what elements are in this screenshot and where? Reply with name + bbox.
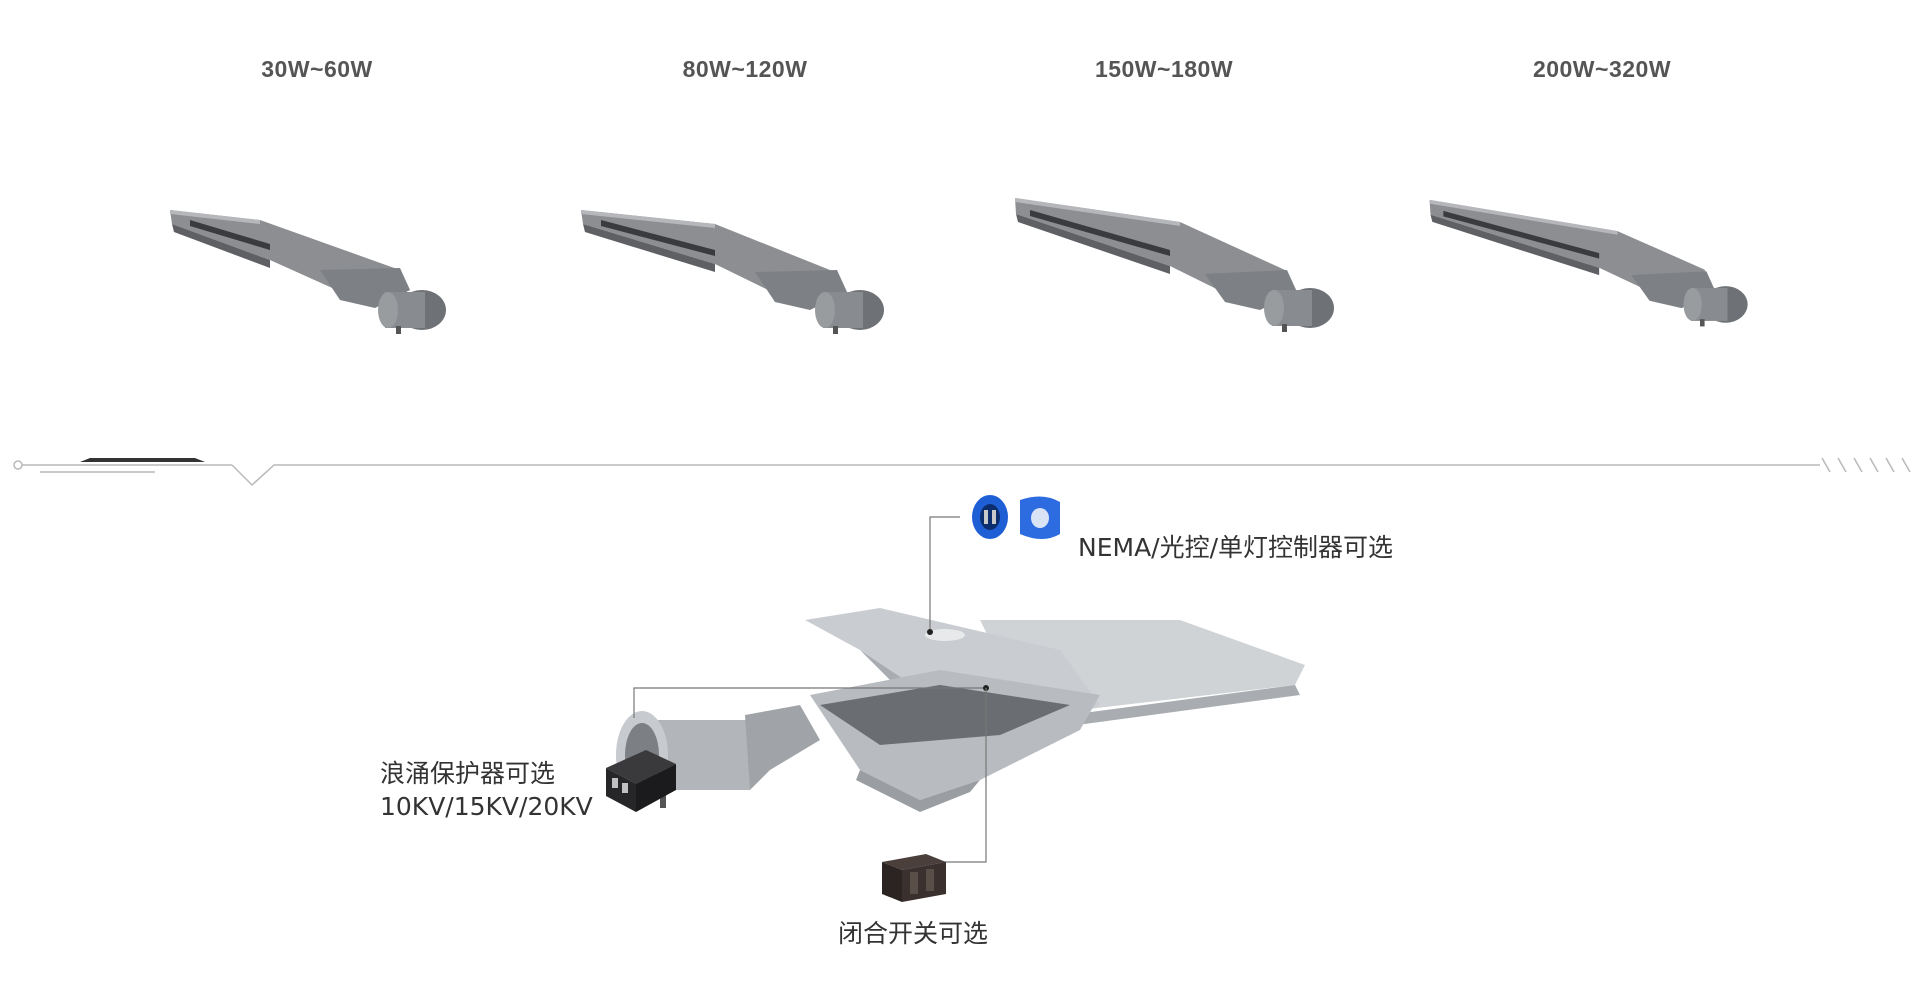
section-divider (13, 457, 1911, 487)
surge-callout-label-line1: 浪涌保护器可选 (380, 759, 556, 788)
wattage-label-1: 30W~60W (261, 56, 373, 82)
wattage-label-4: 200W~320W (1532, 56, 1672, 82)
photocell-controller-icon (972, 495, 1060, 539)
terminal-switch-icon (882, 854, 946, 902)
nema-callout-label: NEMA/光控/单灯控制器可选 (1078, 533, 1394, 562)
surge-protector-icon (606, 750, 676, 812)
streetlight-image-3 (1015, 198, 1334, 332)
wattage-label-3: 150W~180W (1094, 56, 1234, 82)
switch-callout-label: 闭合开关可选 (838, 919, 989, 948)
wattage-label-2: 80W~120W (682, 56, 808, 82)
streetlight-image-2 (581, 210, 884, 334)
streetlight-image-4 (1429, 199, 1748, 327)
streetlight-image-1 (170, 210, 446, 334)
surge-callout-label-line2: 10KV/15KV/20KV (380, 792, 593, 821)
